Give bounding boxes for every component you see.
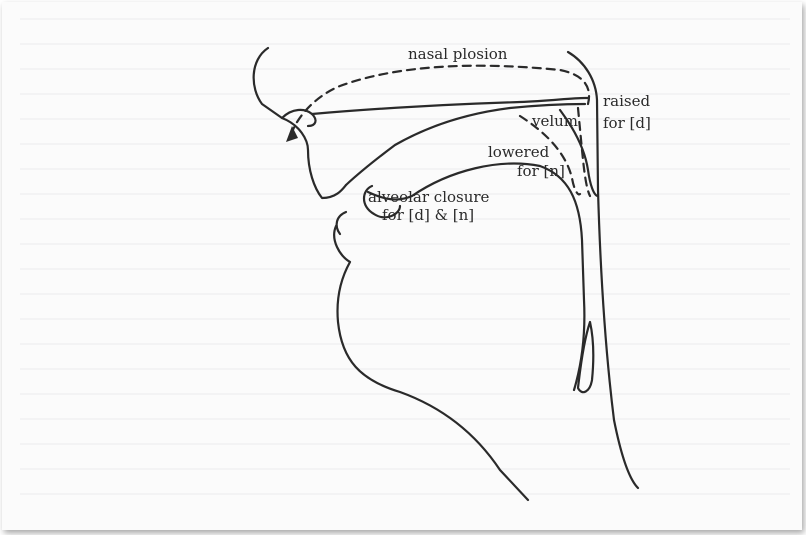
label-for-n: for [n]: [517, 162, 565, 180]
label-nasal-plosion: nasal plosion: [408, 45, 508, 63]
label-raised: raised: [603, 92, 650, 110]
label-lowered: lowered: [488, 143, 550, 161]
label-for-d: for [d]: [603, 114, 651, 132]
arrowhead: [286, 126, 298, 142]
lower-lip-inner: [337, 212, 346, 234]
face-profile-outline: [254, 48, 346, 198]
label-alveolar-closure: alveolar closure: [368, 188, 490, 206]
jaw-outline: [334, 226, 528, 500]
label-velum: velum: [531, 112, 578, 130]
label-alveolar-for: for [d] & [n]: [382, 206, 474, 224]
